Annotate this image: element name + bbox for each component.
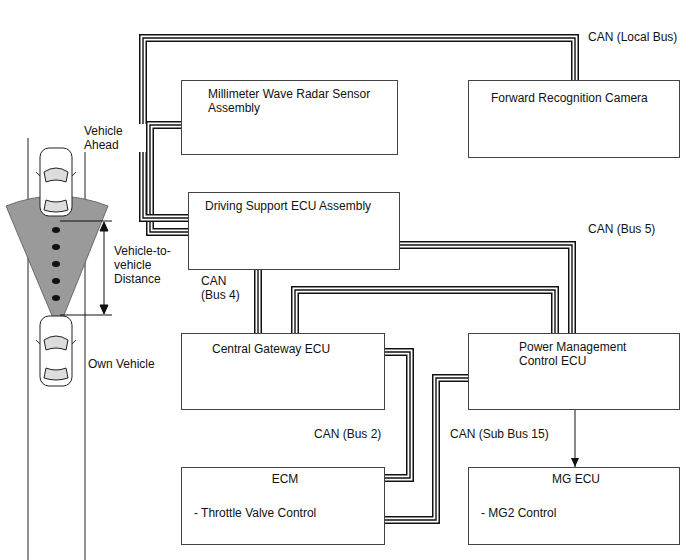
can-bus-cable [385,352,410,478]
box-title: ECM [194,472,376,486]
distance-dimension [60,221,112,315]
bus-label: CAN (Sub Bus 15) [448,427,551,441]
ecu-box: Central Gateway ECU [181,333,385,410]
illustration-label: Vehicle Ahead [82,124,146,152]
can-bus-cable [385,378,468,520]
ecu-box: ECM - Throttle Valve Control [181,467,385,545]
illustration-label: Own Vehicle [86,357,157,371]
bus-label: CAN (Bus 2) [312,427,383,441]
box-title: Driving Support ECU Assembly [205,199,391,213]
box-title: Forward Recognition Camera [491,91,671,105]
signal-arrow [571,410,579,467]
box-body: - Throttle Valve Control [194,506,376,520]
radar-box: Millimeter Wave Radar Sensor Assembly [181,80,398,155]
bus-label: CAN (Bus 4) [199,274,253,302]
can-bus-cable [295,290,555,333]
ecu-box: Driving Support ECU Assembly [188,192,400,270]
box-title: MG ECU [481,472,671,486]
vehicle-ahead [36,148,76,216]
box-title: Power Management Control ECU [519,340,649,368]
bus-label: CAN (Local Bus) [586,30,679,44]
camera-box: Forward Recognition Camera [468,80,680,158]
ecu-box: MG ECU - MG2 Control [468,467,680,545]
bus-label: CAN (Bus 5) [586,222,657,236]
ecu-box: Power Management Control ECU [468,333,680,410]
illustration-label: Vehicle-to-vehicle Distance [112,244,186,286]
own-vehicle [36,316,76,386]
radar-waves [52,227,60,301]
box-title: Central Gateway ECU [212,342,376,356]
box-title: Millimeter Wave Radar Sensor Assembly [208,87,389,115]
box-body: - MG2 Control [481,506,671,520]
can-bus-cable [258,270,259,333]
